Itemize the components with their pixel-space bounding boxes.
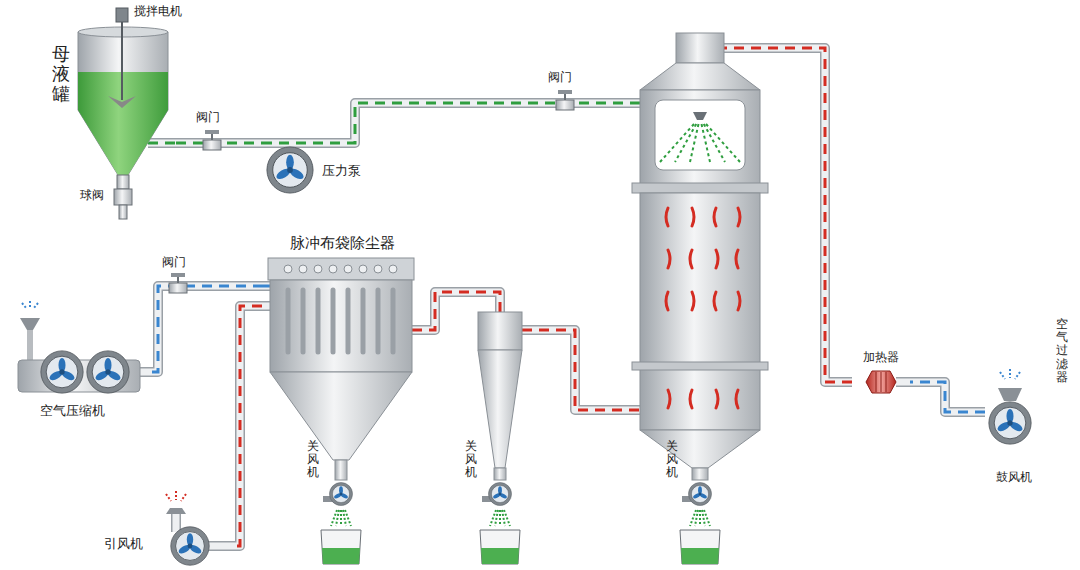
pipe-flow (232, 306, 262, 546)
pipe-wall (232, 306, 262, 546)
pipe (138, 48, 910, 546)
pipe-bore (232, 306, 262, 546)
tank-box: 母液罐 (48, 28, 176, 180)
part-label: 球阀 (80, 188, 104, 202)
cyclone (478, 312, 522, 480)
spray (660, 124, 740, 162)
fan-box: 引风机 (100, 524, 232, 566)
bag-filter (268, 258, 414, 480)
bag-filter-box: 脉冲布袋除尘器 (262, 232, 422, 477)
equipment-name: 鼓风机 (996, 470, 1032, 484)
heater-box: 加热器 (852, 350, 910, 396)
blower (998, 369, 1022, 401)
pipe-connector (232, 306, 262, 546)
heater (866, 371, 896, 393)
pump-box: 压力泵 (262, 136, 374, 198)
pipe-connector (152, 286, 262, 372)
tank (78, 8, 168, 219)
part-label: 阀门 (548, 70, 572, 84)
pipe-wall (152, 286, 262, 372)
equipment-name: 引风机 (104, 536, 143, 552)
part-label: 关风机 (307, 440, 319, 480)
equipment-name: 压力泵 (322, 163, 361, 179)
equipment-name: 脉冲布袋除尘器 (290, 234, 395, 252)
induced-fan (166, 491, 186, 514)
rotary-valves (321, 482, 720, 564)
pipe-connector (910, 382, 985, 412)
blower-box: 鼓风机 (985, 398, 1043, 490)
part-label: 关风机 (465, 440, 477, 480)
compressor-box: 空气压缩机 (10, 316, 152, 424)
part-label: 阀门 (162, 255, 186, 269)
pipe-bore (152, 286, 262, 372)
pipe-wall (910, 382, 985, 412)
pipe-bore (910, 382, 985, 412)
part-label: 阀门 (196, 110, 220, 124)
dryer (632, 33, 768, 480)
part-label: 空气过滤器 (1056, 318, 1068, 384)
equipment-name: 加热器 (863, 350, 899, 364)
equipment-name: 空气压缩机 (40, 403, 105, 419)
pipe-flow (910, 382, 985, 412)
hot-air (666, 208, 740, 408)
part-label: 关风机 (666, 440, 678, 480)
pipe-flow (152, 286, 262, 372)
part-label: 搅拌电机 (134, 4, 182, 18)
filter-bags (284, 265, 397, 352)
equipment-name: 母液罐 (52, 44, 70, 103)
